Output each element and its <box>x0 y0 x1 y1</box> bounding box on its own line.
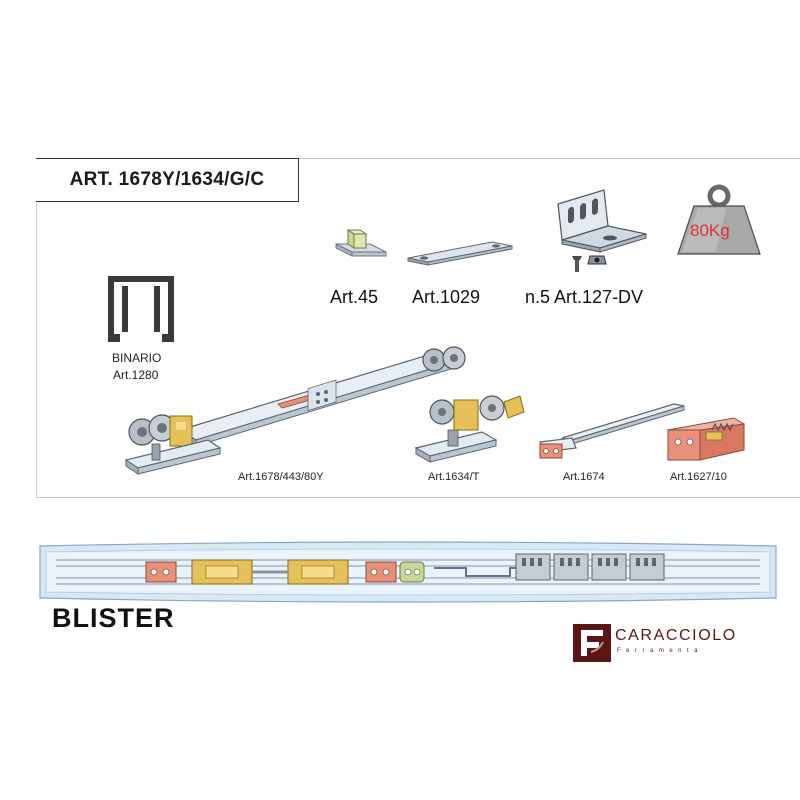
brand-tagline: Ferramenta <box>617 648 704 654</box>
binario-profile-image <box>108 276 174 342</box>
art45-label: Art.45 <box>330 287 379 307</box>
art1029-plate-image <box>407 241 513 266</box>
art1029-label: Art.1029 <box>412 287 481 307</box>
packaging-label: BLISTER <box>52 603 175 633</box>
bracket-arm-label: Art.1674 <box>563 471 605 483</box>
caracciolo-logo-icon <box>573 624 611 662</box>
title-box: ART. 1678Y/1634/G/C <box>36 158 299 202</box>
carriage-image <box>124 346 466 475</box>
binario-name: BINARIO <box>112 351 162 365</box>
art127-label: n.5 Art.127-DV <box>525 287 644 307</box>
frame-left-line <box>36 158 37 498</box>
binario-code: Art.1280 <box>113 368 159 382</box>
art45-guide-image <box>335 229 387 257</box>
frame-bottom-line <box>36 497 800 498</box>
brand-name: CARACCIOLO <box>615 627 737 644</box>
art127-bracket-image <box>557 189 647 272</box>
page-title: ART. 1678Y/1634/G/C <box>69 169 265 190</box>
frame-top-line <box>36 158 800 159</box>
weight-label: 80Kg <box>690 221 730 240</box>
weight-icon <box>677 184 761 255</box>
stopper-label: Art.1627/10 <box>670 471 727 483</box>
stopper-image <box>666 417 746 461</box>
bracket-arm-image <box>539 403 685 459</box>
carriage-label: Art.1678/443/80Y <box>238 471 324 483</box>
trolley-label: Art.1634/T <box>428 471 480 483</box>
trolley-image <box>414 395 525 463</box>
blister-pack-image <box>39 541 777 603</box>
